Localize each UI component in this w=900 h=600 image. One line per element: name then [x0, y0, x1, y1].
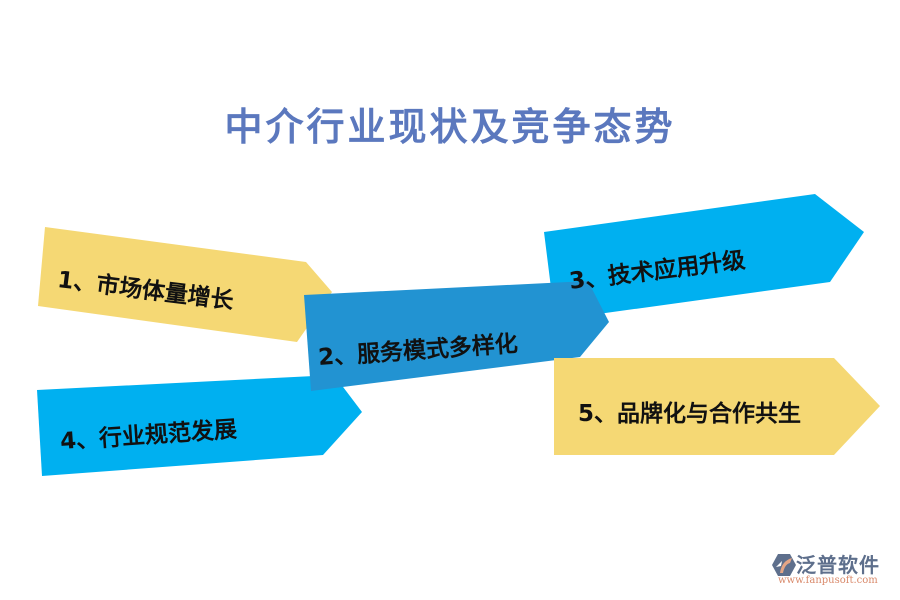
item-label-5: 5、品牌化与合作共生	[578, 401, 802, 427]
logo-name: 泛普软件	[796, 553, 880, 577]
arrow-shape-5	[554, 358, 880, 455]
fanpu-logo-icon	[772, 554, 796, 576]
arrow-shape-3	[544, 194, 864, 320]
arrow-shape-2	[304, 281, 609, 391]
arrow-shape-4	[37, 375, 362, 476]
logo-url: www.fanpusoft.com	[778, 575, 878, 586]
page-title: 中介行业现状及竞争态势	[224, 105, 676, 149]
brand-logo: 泛普软件 www.fanpusoft.com	[766, 551, 896, 591]
arrow-shape-1	[38, 227, 332, 342]
